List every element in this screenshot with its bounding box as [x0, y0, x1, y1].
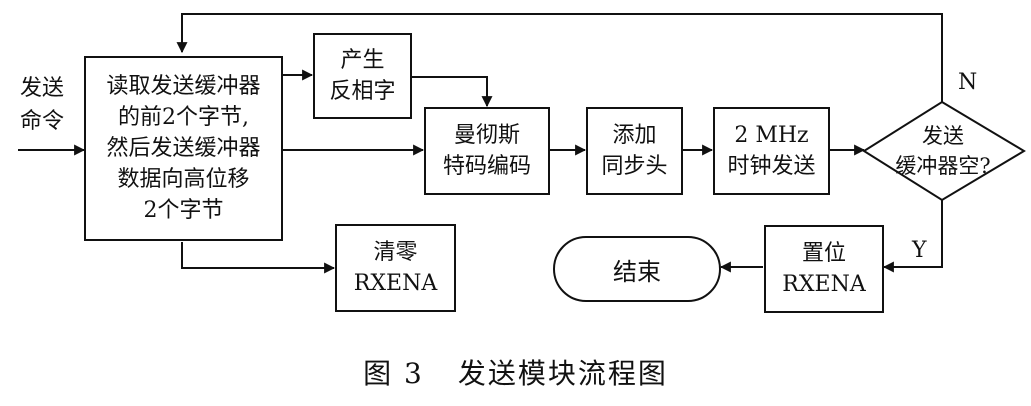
read-buffer-line: 然后发送缓冲器 [106, 136, 261, 161]
clear-rxena-box: 清零 RXENA [335, 224, 456, 312]
clock-send-box: 2 MHz 时钟发送 [713, 107, 830, 195]
read-buffer-line: 数据向高位移 [117, 167, 250, 192]
arrow-read-to-clear [181, 242, 336, 274]
figure-number: 图 3 [363, 357, 424, 390]
invert-word-box: 产生 反相字 [313, 33, 412, 119]
branch-label-no: N [958, 70, 978, 95]
set-rxena-box: 置位 RXENA [764, 225, 884, 313]
end-terminal: 结束 [553, 236, 721, 302]
arrow-invert-to-manchester [412, 76, 493, 108]
manchester-encode-box: 曼彻斯 特码编码 [424, 107, 550, 195]
decision-diamond [862, 100, 1026, 202]
branch-label-yes: Y [912, 238, 927, 263]
read-buffer-line: 读取发送缓冲器 [106, 74, 261, 99]
read-buffer-line: 2个字节 [143, 198, 224, 223]
buffer-empty-label: 发送 缓冲器空? [895, 124, 991, 178]
arrow-yes-to-set [882, 200, 943, 273]
arrow-loop-no [176, 13, 943, 102]
add-sync-box: 添加 同步头 [586, 107, 683, 195]
input-label: 发送 命令 [20, 76, 65, 134]
read-buffer-box: 读取发送缓冲器 的前2个字节, 然后发送缓冲器 数据向高位移 2个字节 [84, 56, 283, 241]
read-buffer-line: 的前2个字节, [117, 105, 249, 130]
figure-caption: 图 3 发送模块流程图 [0, 352, 1031, 392]
figure-title: 发送模块流程图 [457, 357, 668, 390]
